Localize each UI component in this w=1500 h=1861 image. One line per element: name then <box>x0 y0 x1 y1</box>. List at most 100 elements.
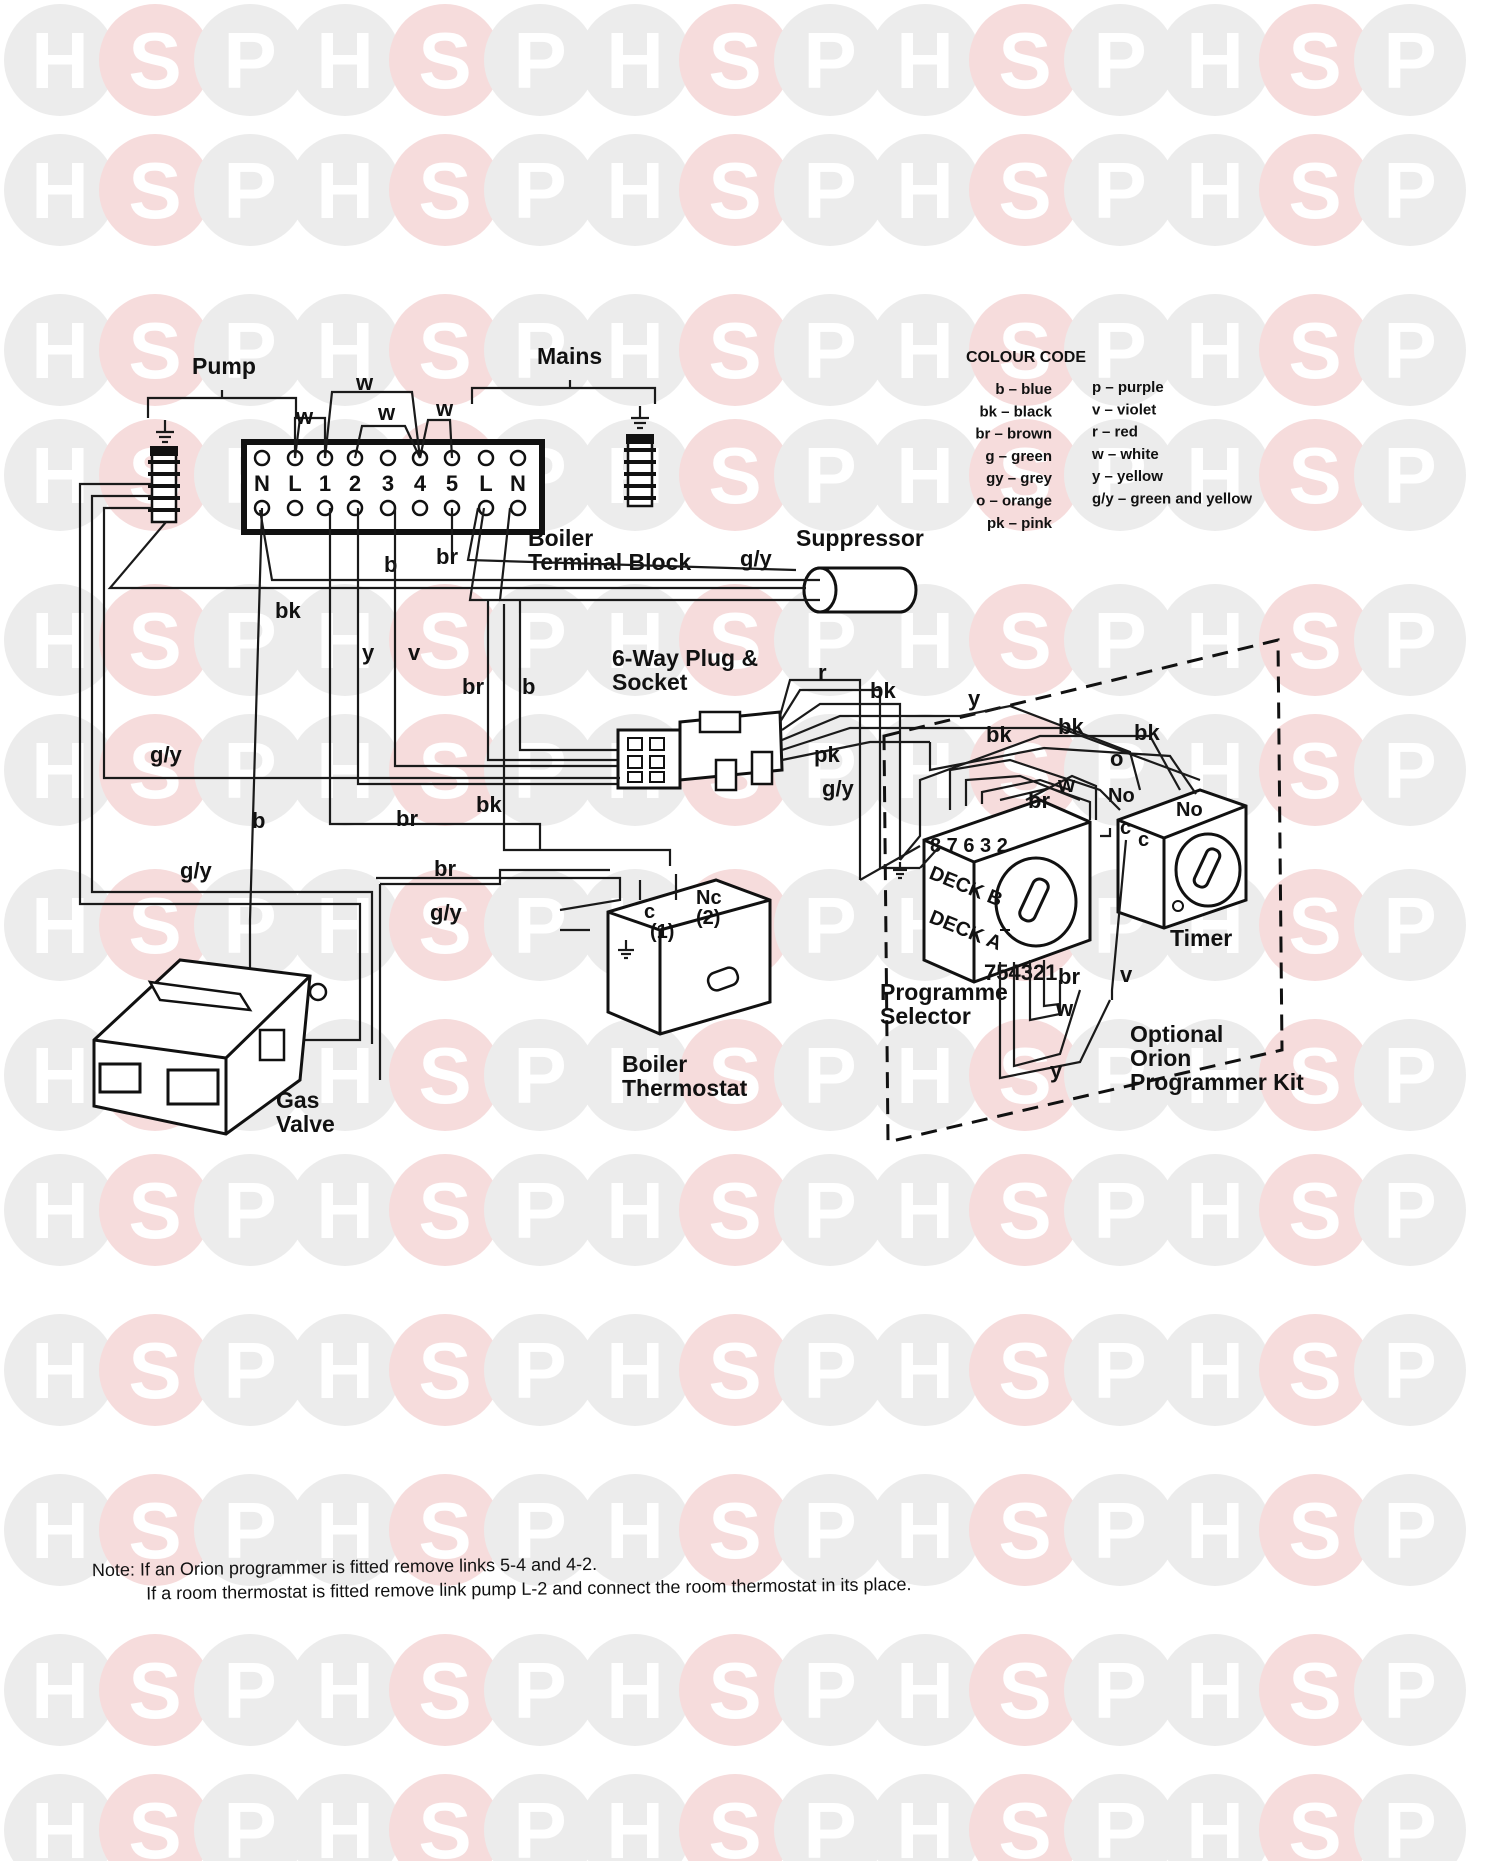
watermark-letter: S <box>418 306 471 395</box>
watermark-letter: P <box>1383 1166 1436 1255</box>
watermark-circle <box>579 1634 691 1746</box>
timer-c-2: c <box>1138 829 1149 851</box>
watermark-letter: H <box>1186 146 1244 235</box>
watermark-circle <box>1064 1634 1176 1746</box>
watermark-letter: P <box>1093 1646 1146 1735</box>
terminal-hole <box>379 499 397 517</box>
watermark-letter: P <box>803 431 856 520</box>
watermark-letter: S <box>998 146 1051 235</box>
watermark-letter: H <box>316 1646 374 1735</box>
terminal-label: 4 <box>414 471 427 496</box>
watermark-circle <box>99 134 211 246</box>
wire-code: bk <box>1058 714 1084 739</box>
watermark-circle <box>774 714 886 826</box>
wire-code: w <box>435 396 454 421</box>
watermark-letter: H <box>1186 1786 1244 1861</box>
colour-code-item: g/y – green and yellow <box>1092 491 1252 508</box>
watermark-circle <box>4 1314 116 1426</box>
programme-selector-label-1: Programme <box>880 979 1008 1005</box>
watermark-circle <box>679 1774 791 1861</box>
earth-icon <box>631 406 649 430</box>
watermark-letter: P <box>1383 146 1436 235</box>
watermark-circle <box>1259 419 1371 531</box>
watermark-letter: P <box>1093 431 1146 520</box>
watermark-circle <box>194 714 306 826</box>
watermark-letter: P <box>1383 596 1436 685</box>
terminal-hole <box>316 499 334 517</box>
watermark-circle <box>4 1474 116 1586</box>
watermark-letter: P <box>223 146 276 235</box>
wire-code: b <box>252 808 265 833</box>
terminal-hole <box>379 449 397 467</box>
gas-valve <box>92 958 328 1136</box>
watermark-letter: P <box>1383 1786 1436 1861</box>
watermark-letter: S <box>1288 1786 1341 1861</box>
watermark-circle <box>579 1474 691 1586</box>
colour-code-item: bk – black <box>979 403 1052 420</box>
watermark-circle <box>679 1634 791 1746</box>
colour-code-item: br – brown <box>975 426 1052 443</box>
deck-a-numbers: 754321 <box>984 960 1057 985</box>
watermark-letter: S <box>708 1031 761 1120</box>
watermark-circle <box>389 1634 501 1746</box>
watermark-circle <box>4 869 116 981</box>
watermark-circle <box>1159 1774 1271 1861</box>
wire-code: b <box>522 674 535 699</box>
watermark-letter: P <box>1093 16 1146 105</box>
watermark-circle <box>99 1474 211 1586</box>
watermark-letter: P <box>223 1326 276 1415</box>
watermark-circle <box>679 1019 791 1131</box>
watermark-circle <box>1159 1634 1271 1746</box>
watermark-circle <box>1159 584 1271 696</box>
watermark-circle <box>1259 294 1371 406</box>
watermark-circle <box>969 714 1081 826</box>
watermark-letter: H <box>896 1031 954 1120</box>
timer-c-1: c <box>1120 817 1131 839</box>
watermark-letter: P <box>803 146 856 235</box>
plug-socket-label-2: Socket <box>612 669 688 695</box>
gas-valve-label-2: Valve <box>276 1111 335 1137</box>
watermark-circle <box>1064 4 1176 116</box>
colour-code-item: y – yellow <box>1092 468 1163 485</box>
watermark-letter: S <box>128 1166 181 1255</box>
watermark-circle <box>1354 4 1466 116</box>
watermark-letter: P <box>223 1486 276 1575</box>
watermark-circle <box>484 294 596 406</box>
watermark-letter: S <box>708 16 761 105</box>
colour-code-item: b – blue <box>995 381 1052 398</box>
watermark-letter: P <box>1093 1166 1146 1255</box>
watermark-circle <box>869 1774 981 1861</box>
watermark-letter: H <box>606 596 664 685</box>
watermark-letter: P <box>803 306 856 395</box>
watermark-letter: H <box>896 431 954 520</box>
watermark-circle <box>774 869 886 981</box>
watermark-letter: H <box>31 16 89 105</box>
watermark-circle <box>1064 1314 1176 1426</box>
watermark-letter: P <box>513 306 566 395</box>
optional-kit-label-1: Optional <box>1130 1021 1223 1047</box>
watermark-circle <box>579 1774 691 1861</box>
watermark-letter: H <box>1186 16 1244 105</box>
watermark-letter: S <box>708 1326 761 1415</box>
watermark-letter: H <box>31 1786 89 1861</box>
gas-valve-label-1: Gas <box>276 1087 319 1113</box>
watermark-circle <box>1159 4 1271 116</box>
watermark-letter: S <box>418 1326 471 1415</box>
watermark-circle <box>4 584 116 696</box>
watermark-circle <box>4 1019 116 1131</box>
watermark-circle <box>579 1019 691 1131</box>
watermark-letter: S <box>128 596 181 685</box>
watermark-circle <box>1259 1474 1371 1586</box>
watermark-circle <box>99 1154 211 1266</box>
watermark-letter: P <box>803 1166 856 1255</box>
watermark-letter: S <box>1288 1031 1341 1120</box>
watermark-circle <box>869 1634 981 1746</box>
watermark-letter: P <box>1383 306 1436 395</box>
watermark-circle <box>99 869 211 981</box>
watermark-circle <box>679 1154 791 1266</box>
watermark-circle <box>679 134 791 246</box>
watermark-circle <box>1064 1154 1176 1266</box>
watermark-letter: H <box>606 146 664 235</box>
watermark-letter: H <box>896 1646 954 1735</box>
watermark-letter: S <box>1288 596 1341 685</box>
